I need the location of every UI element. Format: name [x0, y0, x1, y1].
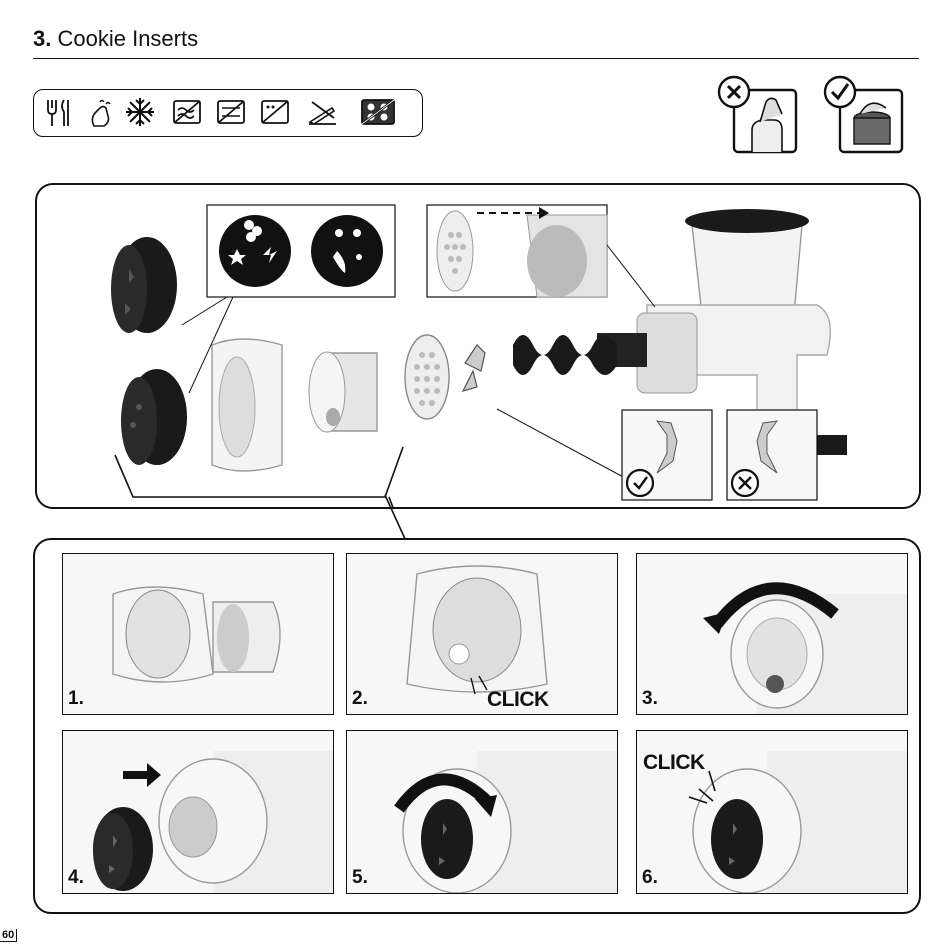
no-microwave-icon — [216, 98, 246, 126]
mincing-plate-illustration — [405, 335, 449, 419]
step-3: 3. — [636, 553, 908, 715]
no-heat-icon — [360, 98, 396, 126]
step-6: CLICK 6. — [636, 730, 908, 894]
care-icon-strip — [33, 89, 423, 137]
step-5-illustration — [347, 731, 617, 893]
step-2-illustration — [347, 554, 617, 714]
step-4-illustration — [63, 731, 333, 893]
no-knife-icon — [306, 98, 338, 126]
step-2: CLICK 2. — [346, 553, 618, 715]
right-hand-check-icon — [820, 74, 910, 156]
step-1-number: 1. — [68, 688, 84, 710]
no-dishwasher-icon — [260, 98, 290, 126]
hand-wash-icon — [88, 98, 114, 128]
steps-panel: 1. CLICK 2. 3. — [33, 538, 921, 914]
step-3-number: 3. — [642, 688, 658, 710]
freeze-icon — [124, 96, 156, 128]
step-6-number: 6. — [642, 867, 658, 889]
step-1: 1. — [62, 553, 334, 715]
step-3-illustration — [637, 554, 907, 714]
click-label: CLICK — [643, 751, 705, 775]
cookie-disc-bottom-illustration — [121, 369, 187, 465]
step-2-number: 2. — [352, 688, 368, 710]
page-number: 60 — [0, 929, 17, 942]
click-label: CLICK — [487, 688, 549, 712]
step-5-number: 5. — [352, 867, 368, 889]
auger-illustration — [513, 333, 647, 375]
header-divider — [33, 58, 919, 59]
cookie-disc-top-illustration — [111, 237, 177, 333]
no-oven-icon — [172, 98, 202, 126]
exploded-view-illustration — [37, 185, 919, 507]
cookie-adapter-illustration — [309, 352, 377, 432]
step-5: 5. — [346, 730, 618, 894]
page-title: 3. Cookie Inserts — [33, 26, 198, 52]
exploded-view-panel — [35, 183, 921, 509]
step-4: 4. — [62, 730, 334, 894]
wrong-hand-cross-icon — [712, 74, 802, 156]
blade-illustration — [463, 345, 485, 391]
cutlery-icon — [44, 98, 72, 128]
step-1-illustration — [63, 554, 333, 714]
section-title: Cookie Inserts — [57, 26, 198, 51]
step-4-number: 4. — [68, 867, 84, 889]
section-number: 3. — [33, 26, 51, 51]
ring-nut-illustration — [212, 339, 282, 471]
